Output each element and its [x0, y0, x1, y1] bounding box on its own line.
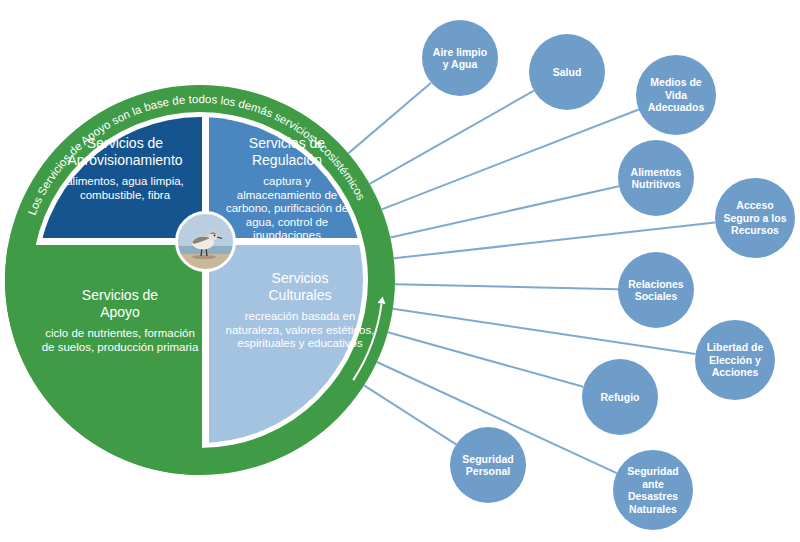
wellbeing-circle: Medios de Vida Adecuados — [636, 55, 716, 135]
bubble-text-box: Relaciones Sociales — [618, 252, 694, 328]
bubble-fill — [613, 450, 693, 530]
bird-beak — [217, 237, 222, 239]
bubble-label: Salud — [553, 66, 582, 79]
quadrant-fill — [209, 117, 363, 238]
bubble-label: Acceso Seguro a los Recursos — [722, 199, 788, 237]
quadrant-text-box: Servicios de Regulación captura y almacen… — [222, 135, 352, 243]
quadrant-body: ciclo de nutrientes, formación de suelos… — [40, 327, 200, 354]
bird-cap — [209, 232, 217, 234]
bubble-fill — [715, 178, 795, 258]
bird-leg — [201, 248, 202, 256]
connector-group — [348, 83, 715, 474]
connector-line — [364, 385, 456, 444]
wellbeing-circle: Aire limpio y Agua — [422, 20, 498, 96]
bird-leg — [206, 248, 207, 256]
wellbeing-circle: Salud — [529, 34, 605, 110]
photo-sky — [176, 212, 236, 248]
quadrant-heading: Servicios de Apoyo — [65, 287, 175, 321]
service-quadrant: Servicios Culturales recreación basada en… — [209, 245, 395, 475]
bubble-label: Medios de Vida Adecuados — [643, 76, 709, 114]
ring-node: Los Servicios de Apoyo son la base de to… — [5, 85, 395, 475]
bubble-text-box: Seguridad ante Desastres Naturales — [613, 450, 693, 530]
quadrant-text-box: Servicios Culturales recreación basada en… — [225, 270, 375, 351]
bubble-label: Refugio — [600, 391, 639, 404]
connector-line — [348, 83, 431, 154]
quadrant-shape — [5, 245, 202, 475]
quadrant-body: alimentos, agua limpia, combustible, fib… — [63, 175, 188, 202]
bubble-label: Libertad de Elección y Acciones — [702, 341, 768, 379]
bubble-text-box: Medios de Vida Adecuados — [636, 55, 716, 135]
bubble-text-box: Acceso Seguro a los Recursos — [715, 178, 795, 258]
wellbeing-circle: Acceso Seguro a los Recursos — [715, 178, 795, 258]
bubble-fill — [618, 252, 694, 328]
bubble-text-box: Salud — [529, 34, 605, 110]
quadrant-heading: Servicios Culturales — [245, 270, 355, 304]
bird-shadow — [192, 255, 216, 259]
quadrant-body: captura y almacenamiento de carbono, pur… — [222, 175, 352, 243]
bubble-text-box: Libertad de Elección y Acciones — [695, 320, 775, 400]
bubble-text-box: Alimentos Nutritivos — [618, 140, 694, 216]
bubble-fill — [450, 427, 526, 503]
photo-water — [176, 246, 236, 254]
bubble-fill — [636, 55, 716, 135]
service-quadrant: Servicios de Aprovisionamiento alimentos,… — [5, 85, 202, 238]
connector-line — [390, 186, 619, 237]
bubble-label: Seguridad Personal — [457, 453, 519, 478]
bird-body — [192, 237, 214, 250]
bubble-text-box: Seguridad Personal — [450, 427, 526, 503]
quadrant-heading: Servicios de Regulación — [222, 135, 352, 169]
bubble-text-box: Aire limpio y Agua — [422, 20, 498, 96]
quadrant-text-box: Servicios de Aprovisionamiento alimentos,… — [50, 135, 200, 202]
wellbeing-circle: Libertad de Elección y Acciones — [695, 320, 775, 400]
ring-disc — [5, 85, 395, 475]
bubble-fill — [695, 320, 775, 400]
bubble-fill — [618, 140, 694, 216]
bubble-label: Aire limpio y Agua — [429, 46, 491, 71]
photo-sand — [176, 254, 236, 274]
wellbeing-circle: Seguridad Personal — [450, 427, 526, 503]
wellbeing-circle: Relaciones Sociales — [618, 252, 694, 328]
connector-line — [395, 284, 618, 289]
bird-eye — [214, 235, 216, 237]
bird-head — [209, 232, 218, 241]
quadrant-text-box: Servicios de Apoyo ciclo de nutrientes, f… — [40, 287, 200, 354]
service-quadrant: Servicios de Regulacióncaptura y almacen… — [209, 85, 395, 238]
ring-arrow-line — [353, 304, 381, 381]
bubble-label: Seguridad ante Desastres Naturales — [620, 465, 686, 515]
bubble-fill — [582, 359, 658, 435]
wellbeing-circle: Alimentos Nutritivos — [618, 140, 694, 216]
quadrant-fill — [5, 245, 202, 475]
quadrant-body: recreación basada en naturaleza, valores… — [225, 310, 375, 351]
ring-arrow-head — [378, 297, 386, 305]
bubble-label: Relaciones Sociales — [625, 278, 687, 303]
bubble-fill — [422, 20, 498, 96]
wellbeing-circle: Seguridad ante Desastres Naturales — [613, 450, 693, 530]
quadrant-fill — [37, 117, 202, 238]
wellbeing-circle: Refugio — [582, 359, 658, 435]
bubble-text-box: Refugio — [582, 359, 658, 435]
quadrant-heading: Servicios de Aprovisionamiento — [50, 135, 200, 169]
connector-line — [382, 109, 639, 209]
bubble-label: Alimentos Nutritivos — [625, 166, 687, 191]
service-quadrant: Servicios de Apoyo ciclo de nutrientes, f… — [5, 245, 202, 475]
bubble-fill — [529, 34, 605, 110]
connector-line — [377, 362, 617, 473]
bird-wing — [192, 237, 210, 244]
photo-frame — [177, 213, 235, 271]
connector-line — [370, 91, 534, 184]
connector-line — [393, 309, 696, 354]
connector-line — [388, 332, 584, 386]
bird-photo — [176, 212, 236, 274]
connector-line — [394, 222, 715, 258]
